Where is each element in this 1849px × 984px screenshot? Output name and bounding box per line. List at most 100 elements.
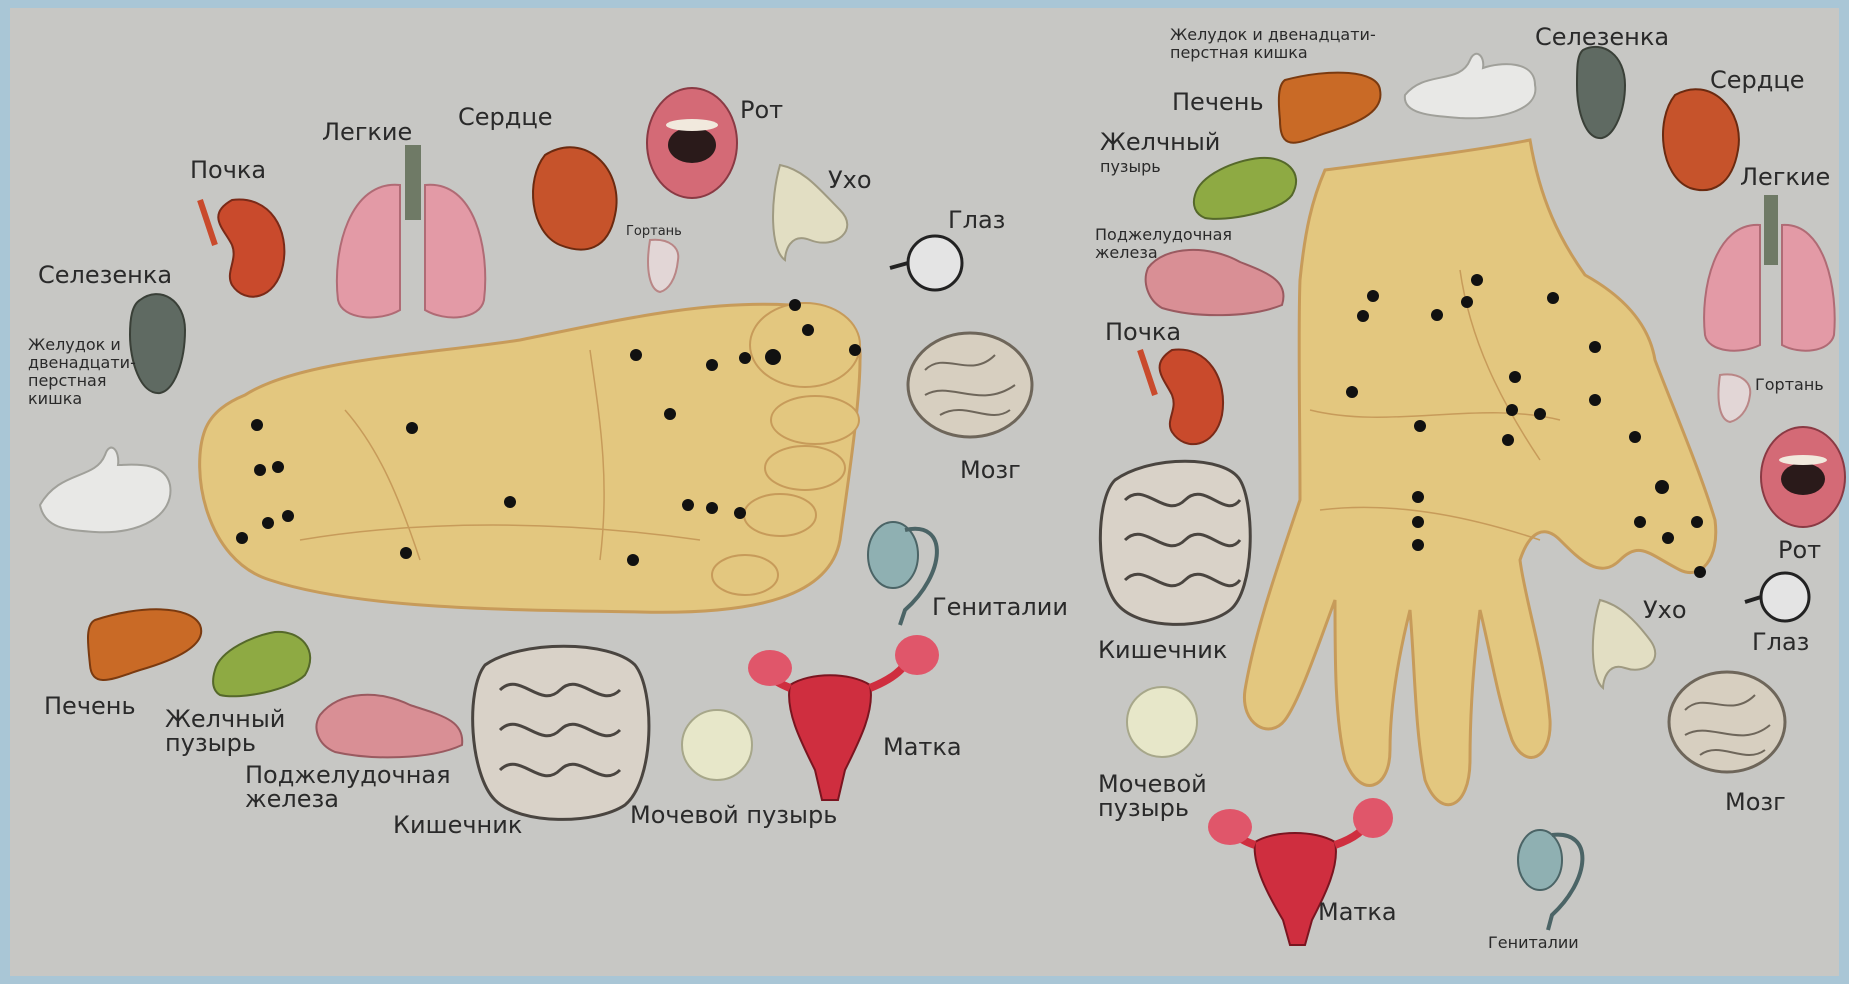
- hand-point: [1534, 408, 1546, 420]
- foot-point: [765, 349, 781, 365]
- foot-toe-3: [765, 446, 845, 490]
- label-bladder-2: пузырь: [1098, 794, 1189, 822]
- label-lungs: Легкие: [322, 118, 412, 146]
- hand-point: [1634, 516, 1646, 528]
- foot-point: [262, 517, 274, 529]
- hand-point: [1414, 420, 1426, 432]
- foot-point: [664, 408, 676, 420]
- hand-point: [1589, 394, 1601, 406]
- hand-point: [1367, 290, 1379, 302]
- teeth-icon: [1779, 455, 1827, 465]
- hand-point: [1412, 516, 1424, 528]
- intestine-icon: [473, 646, 649, 819]
- label-pancreas-2: железа: [245, 785, 339, 813]
- brain-icon: [1669, 672, 1785, 772]
- hand-point: [1357, 310, 1369, 322]
- ovary-right: [895, 635, 939, 675]
- hand-point: [1506, 404, 1518, 416]
- foot-point: [630, 349, 642, 361]
- label-ear: Ухо: [1643, 596, 1687, 624]
- label-brain: Мозг: [960, 456, 1021, 484]
- foot-point: [251, 419, 263, 431]
- foot-toe-5: [712, 555, 778, 595]
- ovary-right: [1353, 798, 1393, 838]
- foot-point: [706, 359, 718, 371]
- label-mouth: Рот: [740, 96, 783, 124]
- foot-point: [236, 532, 248, 544]
- hand-point: [1589, 341, 1601, 353]
- label-stomach-1: Желудок и двенадцати-: [1170, 25, 1376, 44]
- bladder-icon: [1127, 687, 1197, 757]
- hand-point: [1412, 539, 1424, 551]
- label-stomach-1: Желудок и: [28, 335, 121, 354]
- label-larynx: Гортань: [626, 224, 682, 239]
- foot-point: [406, 422, 418, 434]
- trachea-icon: [405, 145, 421, 220]
- hand-point: [1431, 309, 1443, 321]
- intestine-icon: [1100, 461, 1250, 624]
- label-mouth: Рот: [1778, 536, 1821, 564]
- label-pancreas-2: железа: [1095, 243, 1158, 262]
- label-intestine: Кишечник: [1098, 636, 1227, 664]
- heart-icon: [1663, 89, 1739, 190]
- label-pancreas-1: Поджелудочная: [1095, 225, 1232, 244]
- hand-point: [1461, 296, 1473, 308]
- hand-point: [1509, 371, 1521, 383]
- hand-point: [1346, 386, 1358, 398]
- foot-point: [706, 502, 718, 514]
- foot-point: [254, 464, 266, 476]
- hand-point: [1629, 431, 1641, 443]
- bladder-icon: [682, 710, 752, 780]
- ovary-left: [748, 650, 792, 686]
- hand-point: [1502, 434, 1514, 446]
- foot-toe-4: [744, 494, 816, 536]
- label-spleen: Селезенка: [1535, 23, 1669, 51]
- label-stomach-2: двенадцати-: [28, 353, 136, 372]
- hand-point: [1471, 274, 1483, 286]
- hand-point: [1691, 516, 1703, 528]
- label-gallbladder-1: Желчный: [1100, 128, 1220, 156]
- label-heart: Сердце: [458, 103, 552, 131]
- label-heart: Сердце: [1710, 66, 1804, 94]
- label-liver: Печень: [1172, 88, 1264, 116]
- foot-point: [802, 324, 814, 336]
- foot-point: [849, 344, 861, 356]
- label-bladder: Мочевой пузырь: [630, 801, 837, 829]
- eye-icon: [908, 236, 962, 290]
- foot-point: [734, 507, 746, 519]
- label-ear: Ухо: [828, 166, 872, 194]
- foot-point: [627, 554, 639, 566]
- foot-toe-2: [771, 396, 859, 444]
- hand-point: [1655, 480, 1669, 494]
- genitals-icon: [868, 522, 918, 588]
- label-eye: Глаз: [1752, 628, 1809, 656]
- label-uterus: Матка: [1318, 898, 1397, 926]
- teeth-icon: [666, 119, 718, 131]
- foot-point: [789, 299, 801, 311]
- foot-point: [400, 547, 412, 559]
- eye-icon: [1761, 573, 1809, 621]
- mouth-opening: [1781, 463, 1825, 495]
- genitals-icon: [1518, 830, 1562, 890]
- foot-point: [272, 461, 284, 473]
- ovary-left: [1208, 809, 1252, 845]
- label-kidney: Почка: [1105, 318, 1181, 346]
- hand-point: [1694, 566, 1706, 578]
- hand-point: [1412, 491, 1424, 503]
- foot-point: [504, 496, 516, 508]
- label-uterus: Матка: [883, 733, 962, 761]
- label-stomach-4: кишка: [28, 389, 82, 408]
- foot-point: [282, 510, 294, 522]
- label-brain: Мозг: [1725, 788, 1786, 816]
- label-genitals: Гениталии: [932, 593, 1068, 621]
- label-gallbladder-2: пузырь: [165, 729, 256, 757]
- label-spleen: Селезенка: [38, 261, 172, 289]
- hand-point: [1547, 292, 1559, 304]
- label-lungs: Легкие: [1740, 163, 1830, 191]
- label-gallbladder-2: пузырь: [1100, 157, 1161, 176]
- label-larynx: Гортань: [1755, 375, 1824, 394]
- mouth-opening: [668, 127, 716, 163]
- label-liver: Печень: [44, 692, 136, 720]
- label-eye: Глаз: [948, 206, 1005, 234]
